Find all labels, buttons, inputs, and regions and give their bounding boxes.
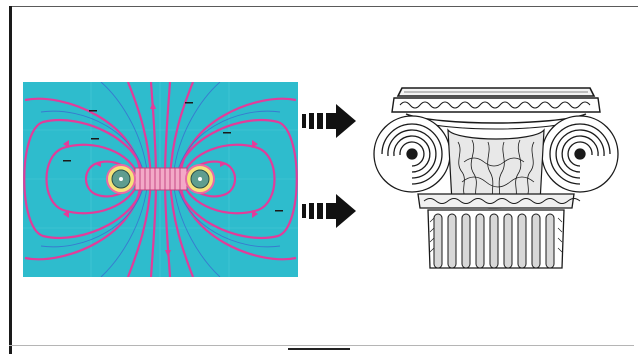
left-border <box>9 6 12 354</box>
bottom-border <box>9 345 634 346</box>
capital-engraving <box>374 88 618 268</box>
arrows-group <box>298 96 362 230</box>
coil-right <box>186 165 214 193</box>
arrow-right-icon <box>302 104 356 138</box>
top-border <box>9 6 638 7</box>
bottom-tab <box>288 348 350 356</box>
solenoid <box>135 168 187 190</box>
arrow-right-icon <box>302 194 356 228</box>
coil-left <box>107 165 135 193</box>
magnetic-field-diagram <box>23 82 298 277</box>
ionic-capital-drawing <box>368 82 624 277</box>
